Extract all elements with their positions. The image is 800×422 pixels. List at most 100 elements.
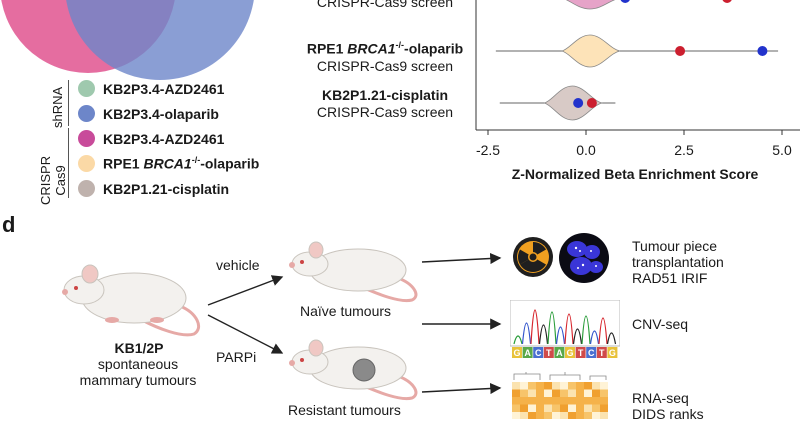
heatmap-cell	[512, 397, 520, 405]
heatmap-cell	[536, 389, 544, 397]
violin-plot-area	[475, 0, 800, 135]
red-point	[722, 0, 732, 3]
heatmap-cell	[600, 397, 608, 405]
sequence-base-cell	[533, 347, 544, 358]
heatmap-cell	[592, 397, 600, 405]
legend-item: KB2P3.4-AZD2461	[78, 80, 224, 97]
chromatogram-peak	[530, 309, 540, 345]
heatmap-cell	[584, 412, 592, 419]
row-title: CRISPR-Cas9 screen	[300, 0, 470, 11]
output-line: Tumour piece	[632, 238, 718, 254]
legend-label: KB2P1.21-cisplatin	[103, 180, 230, 197]
chromatogram-peak	[555, 326, 566, 345]
heatmap-cell	[528, 382, 536, 390]
naive-tumours-label: Naïve tumours	[300, 303, 392, 319]
sequence-base-letter: G	[609, 348, 616, 358]
nuclei-micrograph-icon	[559, 233, 609, 283]
row-title-bold: KB2P1.21-cisplatin	[321, 87, 449, 103]
chromatogram-peak	[572, 328, 583, 345]
red-point	[675, 46, 686, 56]
heatmap-cell	[584, 404, 592, 412]
arrow-label-parpi: PARPi	[216, 349, 257, 365]
heatmap-cell	[512, 404, 520, 412]
heatmap-cell	[544, 397, 552, 405]
x-tick-label: 2.5	[674, 142, 694, 158]
heatmap-cell	[584, 389, 592, 397]
output-irif-text: Tumour piece transplantation RAD51 IRIF	[632, 238, 724, 286]
output-line: RAD51 IRIF	[632, 270, 708, 286]
heatmap-cell	[552, 397, 560, 405]
venn-circle-blue	[66, 0, 254, 80]
heatmap-cell	[536, 397, 544, 405]
row-title-sub: CRISPR-Cas9 screen	[316, 57, 454, 74]
heatmap-cell	[528, 404, 536, 412]
output-rnaseq-text: RNA-seq DIDS ranks	[632, 390, 704, 422]
heatmap-cell	[560, 382, 568, 390]
legend-bracket-shrna	[68, 80, 69, 126]
chromatogram-peak	[598, 317, 608, 345]
resistant-tumours-label: Resistant tumours	[288, 402, 401, 418]
row-title-bold: RPE1 BRCA1-/--olaparib	[306, 40, 464, 57]
heatmap-cell	[568, 389, 576, 397]
heatmap-cell	[528, 397, 536, 405]
legend-dot	[78, 105, 95, 122]
heatmap-cell	[544, 382, 552, 390]
heatmap-cell	[560, 389, 568, 397]
heatmap-cell	[544, 404, 552, 412]
heatmap-cell	[520, 412, 528, 419]
heatmap-cell	[552, 412, 560, 419]
legend-label: KB2P3.4-AZD2461	[103, 80, 225, 97]
row-title-sub: CRISPR-Cas9 screen	[316, 104, 454, 120]
heatmap-cell	[568, 382, 576, 390]
legend-dot	[78, 130, 95, 147]
heatmap-cell	[520, 404, 528, 412]
blue-point	[757, 46, 768, 56]
source-subtitle: spontaneous	[97, 356, 179, 372]
heatmap-cell	[584, 382, 592, 390]
output-cnv-text: CNV-seq	[632, 316, 689, 332]
arrow-to-rnaseq	[421, 382, 502, 395]
naive-mouse-illustration	[289, 241, 418, 303]
x-tick-label: 5.0	[772, 142, 792, 158]
heatmap-cell	[592, 404, 600, 412]
heatmap-cell	[568, 404, 576, 412]
sequence-base-cell	[586, 347, 597, 358]
sequence-base-cell	[554, 347, 565, 358]
red-point	[586, 98, 597, 108]
chromatogram-peak	[521, 322, 532, 345]
heatmap-cell	[576, 397, 584, 405]
chromatogram-peak	[547, 311, 557, 345]
source-mouse-illustration	[62, 264, 200, 337]
sequence-base-letter: G	[513, 348, 520, 358]
heatmap-icon	[512, 372, 608, 419]
output-line: transplantation	[632, 254, 724, 270]
heatmap-cell	[584, 397, 592, 405]
x-axis-label: Z-Normalized Beta Enrichment Score	[511, 166, 759, 182]
chromatogram-peak	[589, 330, 600, 345]
sequence-base-cell	[596, 347, 607, 358]
legend-item: KB2P3.4-AZD2461	[78, 130, 224, 147]
chromatogram-peak	[606, 332, 617, 345]
row-title-sub: CRISPR-Cas9 screen	[316, 0, 454, 10]
resistant-mouse-illustration	[289, 339, 418, 401]
source-subtitle: mammary tumours	[79, 372, 197, 388]
heatmap-cell	[520, 397, 528, 405]
heatmap-cell	[552, 404, 560, 412]
heatmap-cell	[544, 412, 552, 419]
heatmap-cell	[520, 382, 528, 390]
legend-label: KB2P3.4-AZD2461	[103, 130, 225, 147]
heatmap-cell	[600, 412, 608, 419]
heatmap-cell	[528, 412, 536, 419]
heatmap-dendrogram	[513, 372, 607, 380]
sequence-base-letter: T	[599, 348, 605, 358]
heatmap-cell	[600, 389, 608, 397]
x-tick-label: 0.0	[576, 142, 596, 158]
sequence-base-letter: C	[588, 348, 595, 358]
legend-item: KB2P1.21-cisplatin	[78, 180, 229, 197]
sequence-base-cell	[522, 347, 533, 358]
heatmap-cell	[544, 389, 552, 397]
branch-arrows	[207, 275, 284, 354]
sequence-base-letter: T	[578, 348, 584, 358]
